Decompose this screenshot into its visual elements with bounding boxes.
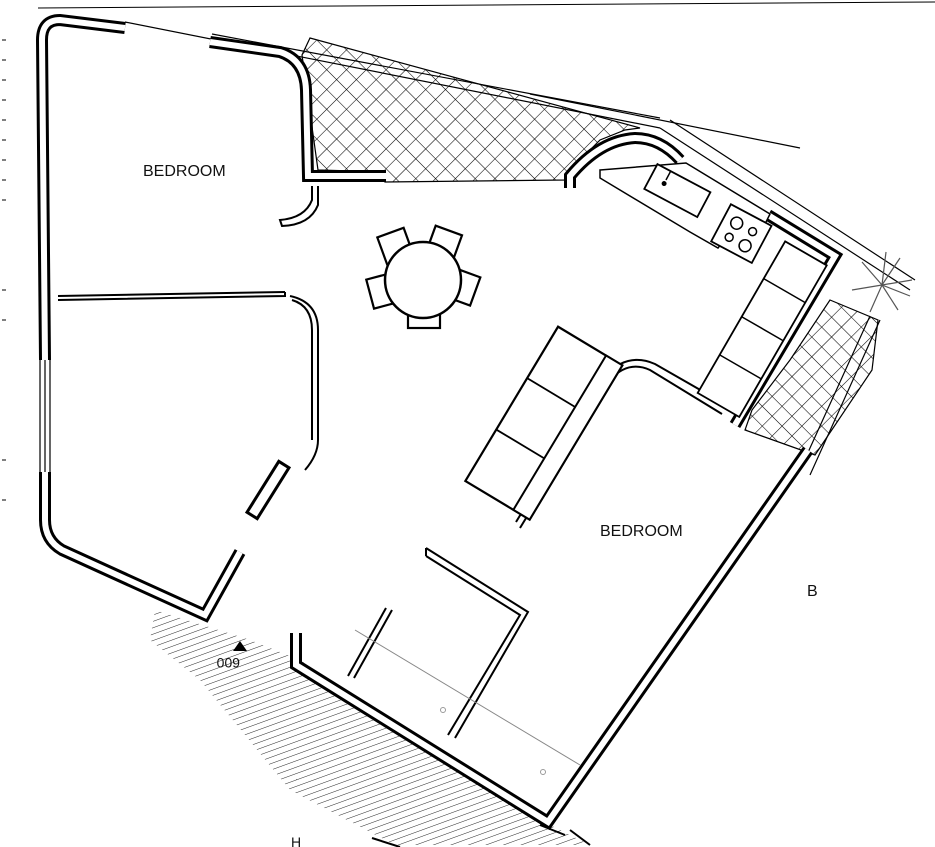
fixture-dot	[540, 769, 546, 775]
wardrobe	[347, 547, 530, 739]
room-label-bedroom-2: BEDROOM	[600, 523, 683, 540]
exterior-walls	[35, 13, 844, 831]
hob	[709, 203, 773, 265]
palm-tree	[851, 251, 913, 313]
kitchen-cabinets	[696, 240, 828, 419]
round-table	[383, 240, 463, 320]
top-border-line	[37, 1, 935, 9]
balcony-right-hatch	[744, 299, 879, 456]
left-window	[39, 360, 51, 472]
bottom-break-lines	[371, 824, 591, 847]
dining-table	[364, 224, 482, 330]
bedroom-door-swing	[278, 186, 319, 228]
sofa	[463, 325, 624, 522]
bottom-mark: H	[291, 834, 301, 847]
room-label-bedroom-1: BEDROOM	[143, 163, 226, 180]
left-edge-marks	[2, 39, 6, 501]
marker-b: B	[807, 583, 818, 600]
dimension-arrow	[233, 641, 247, 651]
dimension-label: 600	[216, 655, 240, 671]
interior-partitions	[57, 291, 319, 471]
bed-line	[354, 629, 581, 766]
door-slab-left	[244, 459, 292, 521]
sink	[643, 162, 712, 219]
fixture-dot	[440, 707, 446, 713]
